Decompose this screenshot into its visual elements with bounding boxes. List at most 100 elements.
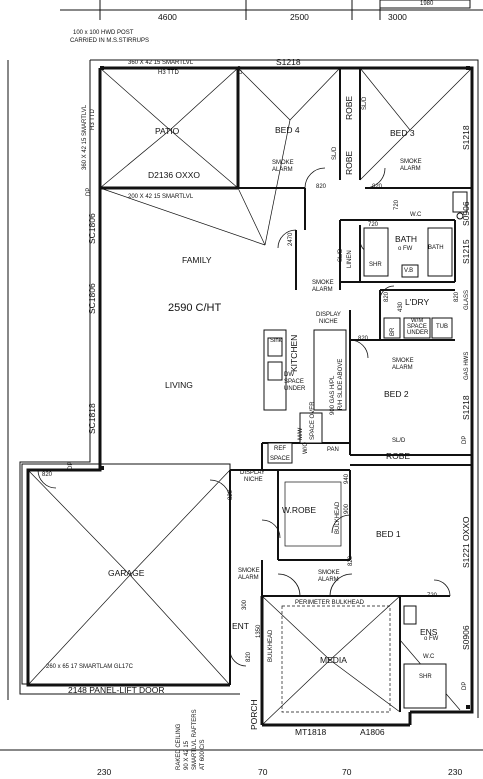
gas-hotplate: 900 GAS H/PL (330, 375, 336, 415)
dimension-bottom-3: 70 (342, 767, 352, 777)
window-a1806: A1806 (360, 727, 385, 737)
smoke-alarm-garage: SMOKE (238, 568, 260, 574)
display-niche-kitchen-b: NICHE (319, 319, 338, 325)
laundry-tub: TUB (436, 324, 448, 330)
door-width-bath: 720 (368, 222, 379, 228)
dimension-bottom-2: 70 (258, 767, 268, 777)
dimension-1350: 1350 (256, 624, 262, 638)
downpipe-garage: DP (68, 461, 74, 470)
room-kitchen: KITCHEN (289, 334, 299, 372)
door-width-bed4: 820 (316, 184, 327, 190)
door-width-ens: 720 (427, 593, 438, 599)
window-sc1806-b: SC1806 (87, 283, 97, 314)
room-garage: GARAGE (108, 568, 145, 578)
dishwasher-space: SPACE (284, 379, 304, 385)
washing-under: UNDER (407, 330, 429, 336)
door-width-bed2: 820 (358, 336, 369, 342)
room-bed4: BED 4 (275, 125, 300, 135)
microwave-space: SPACE OVER (310, 401, 316, 440)
raked-ceiling-note-3: SMARTLVL RAFTERS (192, 709, 198, 770)
smoke-alarm-bed4-b: ALARM (272, 167, 293, 173)
dimension-2470: 2470 (288, 232, 294, 246)
window-sc1818: SC1818 (87, 403, 97, 434)
raked-ceiling-note-1: RAKED CEILING (176, 723, 182, 770)
door-width-ent: 820 (246, 651, 252, 662)
room-robe-bed4: ROBE (344, 95, 354, 120)
h3-label: H3 TTD (158, 70, 179, 76)
dimension-top-2: 2500 (290, 12, 309, 22)
door-width-garage-side: 820 (42, 472, 53, 478)
beam-family-label: 200 X 42 15 SMARTLVL (128, 194, 194, 200)
washing-space: SPACE (407, 324, 427, 330)
washing-machine: W/M (411, 318, 424, 324)
display-niche-garage: DISPLAY (240, 470, 265, 476)
room-family: FAMILY (182, 255, 212, 265)
window-sc1806: SC1806 (87, 213, 97, 244)
microwave-label: M/W (298, 427, 304, 440)
window-glass: GLASS (464, 289, 470, 310)
downpipe-front: DP (462, 681, 468, 690)
beam-left-label: 360 X 42 15 SMARTLVL (82, 104, 88, 170)
room-robe: ROBE (386, 451, 411, 461)
sliding-door-bed3: SL/D (362, 96, 368, 110)
broom-label: BR (390, 327, 396, 336)
post-note-2: CARRIED IN M.S.STIRRUPS (70, 38, 150, 44)
window-s0906: S0906 (461, 201, 471, 226)
downpipe-top: DP (238, 65, 244, 74)
sliding-door-linen: SL/D (338, 248, 344, 262)
vanity-basin: V.B (404, 268, 414, 274)
floor-waste-ens: o FW (424, 636, 439, 642)
room-ent: ENT (232, 621, 249, 631)
window-s0906-b: S0906 (461, 625, 471, 650)
dimension-bottom-4: 230 (448, 767, 463, 777)
room-wrobe: W.ROBE (282, 505, 317, 515)
smoke-alarm-family-b: ALARM (312, 287, 333, 293)
room-linen: LINEN (347, 250, 353, 268)
door-width-wc: 720 (394, 199, 400, 210)
dimension-bottom-1: 230 (97, 767, 112, 777)
smoke-alarm-family: SMOKE (312, 280, 334, 286)
garage-lintel: 260 x 65 17 SMARTLAM GL17C (46, 664, 133, 670)
window-s1221: S1221 OXXO (461, 516, 471, 568)
door-width-bed3: 820 (372, 184, 383, 190)
dishwasher-under: UNDER (284, 386, 306, 392)
downpipe-left: DP (86, 187, 92, 196)
dimension-940: 940 (344, 473, 350, 484)
smoke-alarm-bed1: SMOKE (318, 570, 340, 576)
door-width-ldry: 820 (384, 291, 390, 302)
room-media: MEDIA (320, 655, 347, 665)
bulkhead-wrobe: BULKHEAD (335, 501, 341, 534)
room-ldry: L'DRY (405, 297, 430, 307)
window-s1218-right-2: S1218 (461, 395, 471, 420)
beam-patio-label: 360 X 42 15 SMARTLVL (128, 60, 194, 66)
room-living: LIVING (165, 380, 193, 390)
window-s1218-top: S1218 (276, 57, 301, 67)
raked-ceiling-note-2: 90 X 42 15 (184, 740, 190, 770)
door-width-glass: 820 (454, 291, 460, 302)
room-walk-out: W/O (303, 442, 309, 454)
sliding-door-bed4: SL/D (332, 146, 338, 160)
dimension-top-3: 3000 (388, 12, 407, 22)
ceiling-height: 2590 C/HT (168, 302, 222, 314)
bath-tub-label: BATH (428, 245, 444, 251)
bulkhead-ent: BULKHEAD (268, 629, 274, 662)
window-s1218-right: S1218 (461, 125, 471, 150)
room-shr: SHR (369, 262, 382, 268)
rh-slide: R/H SLIDE ABOVE (338, 358, 344, 410)
room-bed3: BED 3 (390, 128, 415, 138)
room-wc-ens: W.C (423, 654, 435, 660)
room-wc: W.C (410, 212, 422, 218)
smoke-alarm-bed3: SMOKE (400, 159, 422, 165)
door-width-bed1: 820 (348, 555, 354, 566)
smoke-alarm-bed2: SMOKE (392, 358, 414, 364)
fridge-space: SPACE (270, 456, 290, 462)
door-d2136: D2136 OXXO (148, 170, 200, 180)
room-porch: PORCH (249, 699, 259, 730)
room-robe-bed3: ROBE (344, 150, 354, 175)
dimension-900: 900 (344, 503, 350, 514)
room-bed1: BED 1 (376, 529, 401, 539)
room-bed2: BED 2 (384, 389, 409, 399)
sliding-door-bed2: SL/D (392, 438, 406, 444)
dishwasher-label: DW (284, 372, 294, 378)
